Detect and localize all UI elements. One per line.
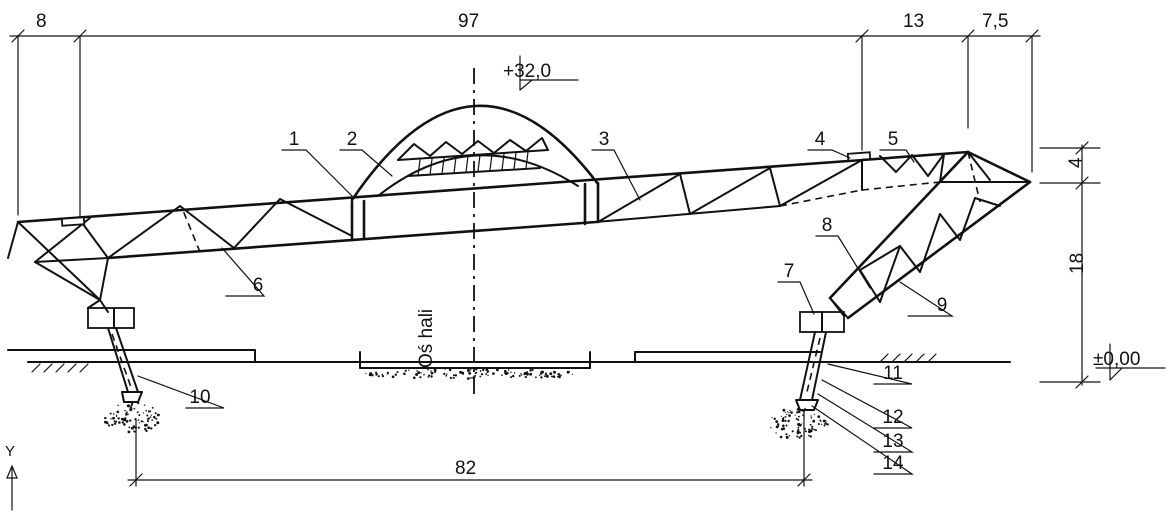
part-label-6: 6 (253, 275, 264, 296)
leader-lines (137, 149, 955, 475)
dim-left-8: 8 (36, 11, 47, 32)
main-truss (7, 151, 941, 301)
part-label-14: 14 (882, 453, 904, 474)
part-label-13: 13 (882, 431, 903, 452)
elevation-crown-mark: +32,0 (503, 55, 579, 91)
right-anchor-soil (770, 407, 829, 439)
part-label-12: 12 (882, 407, 903, 428)
dim-4: 4 (1066, 157, 1087, 168)
dim-18: 18 (1067, 253, 1088, 274)
foundation-gravel (365, 368, 574, 380)
dim-span-97: 97 (458, 11, 479, 32)
part-label-4: 4 (815, 129, 826, 150)
ground-hatch-right (879, 353, 937, 363)
part-label-8: 8 (822, 215, 833, 236)
ground-hatch-left (31, 363, 89, 373)
part-label-2: 2 (347, 129, 358, 150)
dim-13: 13 (903, 11, 924, 32)
elevation-ground-mark: ±0,00 (1093, 343, 1166, 381)
dim-span-82: 82 (455, 458, 476, 479)
part-label-3: 3 (599, 129, 610, 150)
elevation-crown-label: +32,0 (503, 61, 551, 82)
dim-7-5: 7,5 (982, 11, 1008, 32)
part-label-10: 10 (189, 387, 210, 408)
coordinate-axis-symbol: Y (5, 443, 18, 511)
central-arch (350, 104, 600, 202)
part-label-5: 5 (888, 129, 899, 150)
ground (7, 349, 1011, 380)
part-label-11: 11 (883, 363, 903, 384)
part-label-9: 9 (937, 295, 948, 316)
dimension-lines (9, 29, 1101, 487)
part-label-1: 1 (289, 129, 300, 150)
part-label-7: 7 (784, 261, 795, 282)
right-truss (828, 150, 1032, 320)
elevation-ground-label: ±0,00 (1093, 349, 1140, 370)
left-support (87, 299, 160, 434)
hall-axis-label: Oś hali (416, 309, 437, 368)
coordinate-axis-label: Y (5, 443, 15, 460)
right-support (770, 297, 845, 439)
left-anchor-soil (104, 402, 160, 434)
